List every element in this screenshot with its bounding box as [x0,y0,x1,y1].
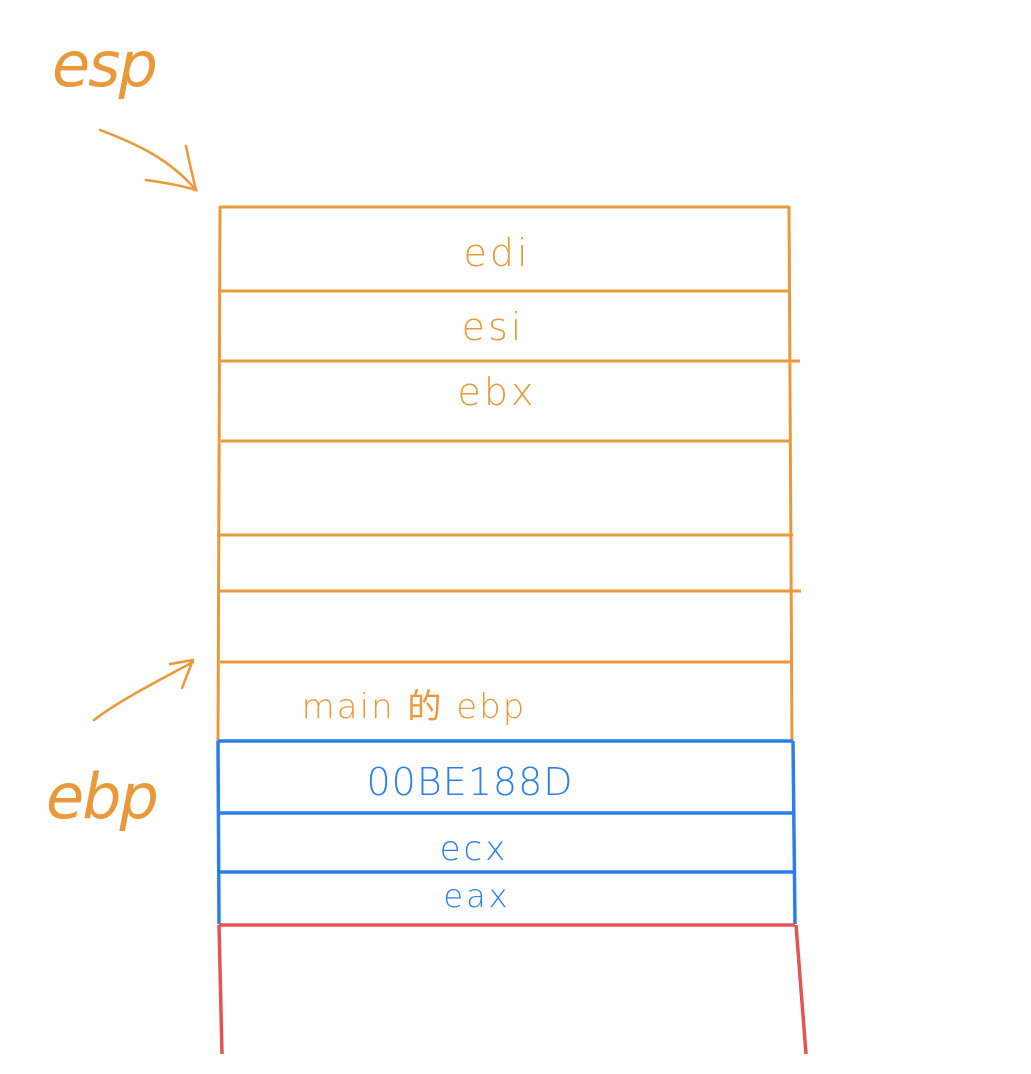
frame-right-wall [787,205,794,743]
boundary-left-wall [217,924,224,1055]
slot-label-ebx: ebx [458,370,537,414]
esp-arrow-icon [98,128,198,192]
boundary-frame [217,923,808,1055]
frame-left-wall [216,205,222,743]
caller-frame [216,739,797,925]
esp-pointer: esp [52,28,198,192]
ebp-arrow-icon [92,660,195,722]
boundary-right-wall [794,924,808,1055]
caller-left-wall [216,740,221,925]
slot-labels: edi esi ebx main 的 ebp 00BE188D ecx eax [302,231,573,915]
current-frame [216,205,801,743]
ebp-pointer: ebp [46,658,195,833]
esp-arrowhead-icon [144,144,198,192]
slot-label-return-address: 00BE188D [366,760,573,804]
caller-right-wall [791,740,797,925]
ebp-arrowhead-icon [168,658,195,690]
slot-label-ecx: ecx [440,829,509,869]
slot-label-esi: esi [462,305,525,349]
esp-label: esp [52,28,156,101]
slot-label-main-ebp: main 的 ebp [302,687,527,727]
slot-label-edi: edi [463,231,530,275]
ebp-label: ebp [46,760,157,833]
slot-label-eax: eax [443,877,510,915]
